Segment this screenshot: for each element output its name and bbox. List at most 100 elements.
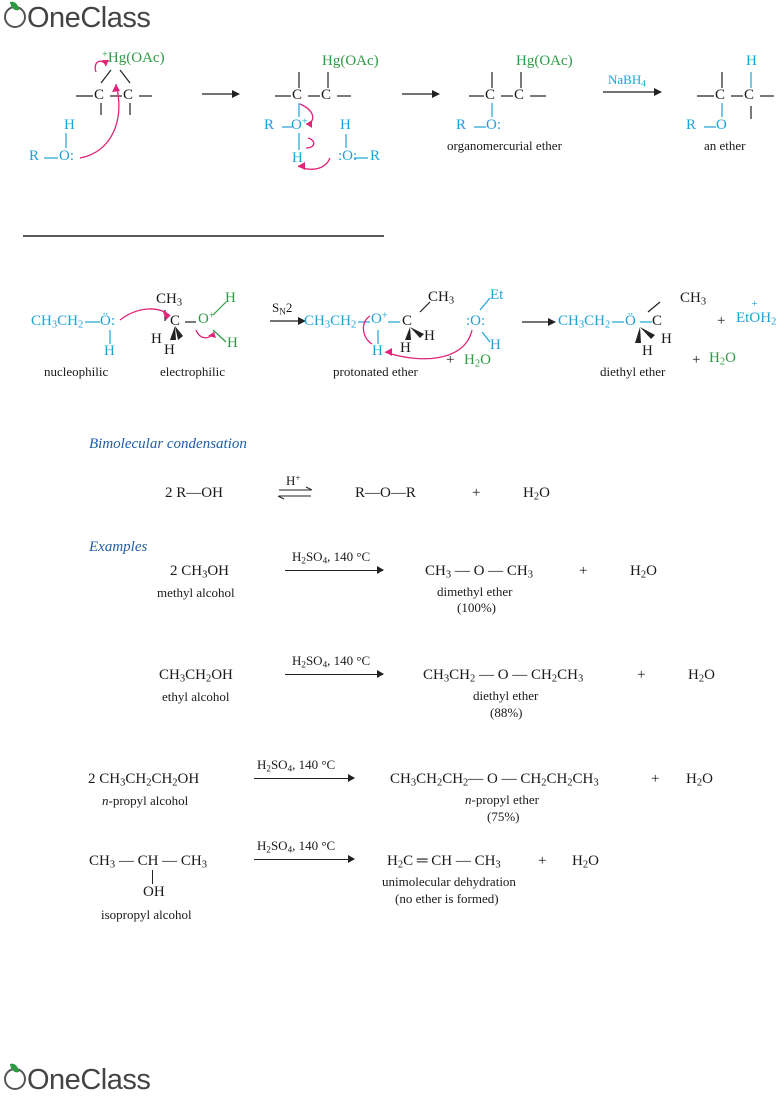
n-propyl-alcohol-label: n-propyl alcohol [102, 793, 189, 808]
unimolecular-dehydration-label: unimolecular dehydration [382, 874, 516, 889]
carbon-atom: C [402, 313, 413, 329]
an-ether-label: an ether [704, 138, 746, 153]
methyl-alcohol-label: methyl alcohol [157, 585, 235, 600]
ethyl-alcohol-label: ethyl alcohol [162, 689, 230, 704]
reaction-arrow [285, 670, 384, 678]
general-ether-product: R—O—R [355, 485, 416, 501]
plus-sign: + [717, 313, 726, 329]
r-group: R [456, 117, 467, 133]
plus-sign: + [538, 853, 547, 869]
reaction-condition: H2SO4, 140 °C [292, 653, 371, 670]
organomercurial-ether-label: organomercurial ether [447, 138, 562, 153]
protonated-ether-label: protonated ether [333, 364, 418, 379]
reaction-arrow [254, 855, 355, 863]
carbon-atom: C [652, 313, 663, 329]
r-group: R [686, 117, 697, 133]
hydrogen-atom: H [104, 343, 115, 359]
sn2-ether-scheme [85, 297, 661, 360]
logo-text: OneClass [27, 1064, 151, 1096]
equilibrium-arrow [277, 486, 313, 500]
oxonium-atom: O+ [198, 310, 215, 327]
r-group: R [370, 148, 381, 164]
hydrogen-atom: H [372, 343, 383, 359]
hydrogen-atom: H [340, 117, 351, 133]
carbon-atom: C [123, 87, 134, 103]
no-ether-note: (no ether is formed) [395, 891, 499, 906]
nucleophilic-label: nucleophilic [44, 364, 109, 379]
hydrogen-atom: H [292, 150, 303, 166]
oxonium-atom: O+ [291, 116, 308, 133]
diethyl-ether-product: CH3CH2 — O — CH2CH3 [423, 667, 584, 685]
bimolecular-condensation-heading: Bimolecular condensation [89, 436, 247, 452]
acid-catalyst: H+ [286, 472, 301, 488]
yield-label: (88%) [490, 705, 523, 720]
ethyl-group: CH3CH2 [304, 313, 357, 331]
methyl-group: CH3 [156, 291, 183, 309]
carbon-atom: C [744, 87, 755, 103]
oneclass-logo-header: OneClass [4, 0, 151, 35]
ethyl-group: CH3CH2 [558, 313, 611, 331]
oxonium-atom: O+ [371, 310, 388, 327]
hydrogen-atom: H [746, 53, 757, 69]
reaction-arrow [254, 774, 355, 782]
hydrogen-atom: H [400, 340, 411, 356]
plus-sign: + [637, 667, 646, 683]
water-product: H2O [630, 563, 657, 581]
leaf-logo-icon [4, 1062, 26, 1090]
water-product: H2O [688, 667, 715, 685]
ethanol-reactant: CH3CH2OH [159, 667, 233, 685]
carbon-atom: C [292, 87, 303, 103]
oneclass-logo-footer: OneClass [4, 1062, 151, 1097]
carbon-atom: C [321, 87, 332, 103]
hydrogen-atom: H [227, 335, 238, 351]
ethyl-group: CH3CH2 [31, 313, 84, 331]
r-group: R [264, 117, 275, 133]
propanol-reactant: 2 CH3CH2CH2OH [88, 771, 200, 789]
hydroxyl-group: OH [143, 884, 165, 900]
water-molecule: H2O [464, 352, 491, 370]
hydrogen-atom: H [64, 117, 75, 133]
plus-sign: + [446, 352, 455, 368]
carbon-atom: C [715, 87, 726, 103]
hydrogen-atom: H [164, 342, 175, 358]
plus-sign: + [692, 352, 701, 368]
isopropanol-reactant: CH3 — CH — CH3 [89, 853, 208, 871]
water-product: H2O [523, 485, 550, 503]
oxygen-atom: Ö: [100, 313, 115, 329]
reaction-condition: H2SO4, 140 °C [292, 549, 371, 566]
carbon-atom: C [94, 87, 105, 103]
plus-sign: + [651, 771, 660, 787]
water-product: H2O [572, 853, 599, 871]
yield-label: (75%) [487, 809, 520, 824]
reaction-arrow [285, 566, 384, 574]
alkoxymercuration-scheme [23, 60, 774, 237]
n-propyl-ether-label: n-propyl ether [465, 792, 540, 807]
nabh4-reagent: NaBH4 [608, 72, 646, 89]
r-group: R [29, 148, 40, 164]
water-molecule: H2O [709, 350, 736, 368]
hydrogen-atom: H [642, 343, 653, 359]
mercury-acetate-label: Hg(OAc) [516, 53, 573, 69]
oxygen-atom: O: [486, 117, 501, 133]
general-reactant: 2 R—OH [165, 485, 223, 501]
logo-text: OneClass [27, 2, 151, 34]
hydrogen-atom: H [225, 290, 236, 306]
electrophilic-label: electrophilic [160, 364, 225, 379]
plus-sign: + [472, 485, 481, 501]
methanol-reactant: 2 CH3OH [170, 563, 230, 581]
leaf-logo-icon [4, 0, 26, 28]
reaction-condition: H2SO4, 140 °C [257, 838, 336, 855]
dimethyl-ether-label: dimethyl ether [437, 584, 513, 599]
plus-sign: + [579, 563, 588, 579]
examples-heading: Examples [89, 539, 148, 555]
oxygen-atom: O: [59, 148, 74, 164]
hydrogen-atom: H [151, 331, 162, 347]
mercury-acetate-label: +Hg(OAc) [102, 49, 165, 66]
propene-product: H2C ═ CH — CH3 [387, 853, 501, 871]
hydroxyl-bond [152, 870, 153, 884]
diethyl-ether-label: diethyl ether [600, 364, 666, 379]
hydrogen-atom: H [661, 331, 672, 347]
carbon-atom: C [485, 87, 496, 103]
hydrogen-atom: H [490, 337, 501, 353]
yield-label: (100%) [457, 600, 496, 615]
